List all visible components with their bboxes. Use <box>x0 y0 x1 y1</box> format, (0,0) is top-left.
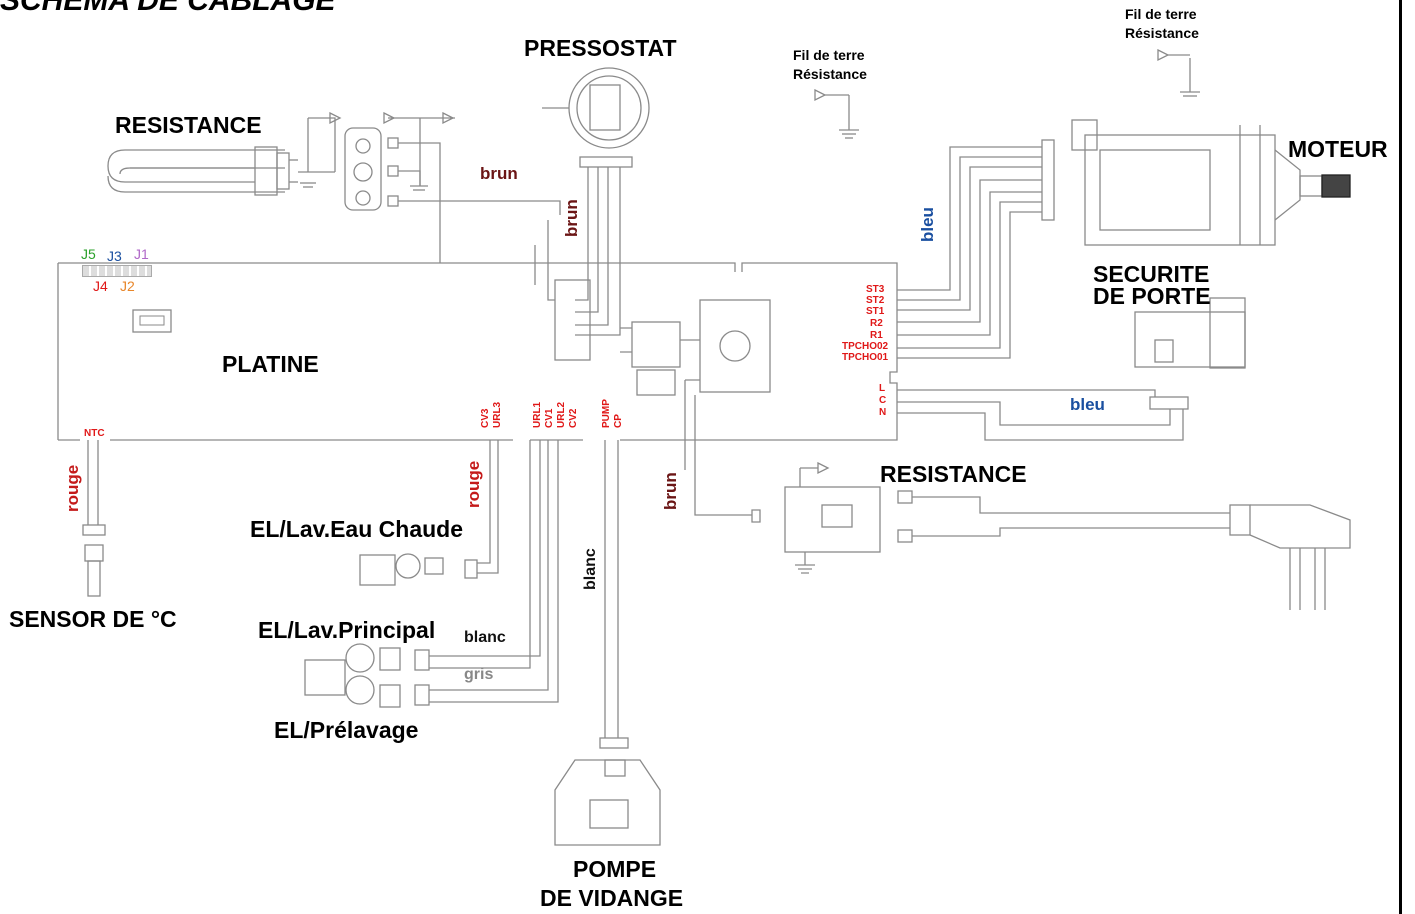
label-pressostat: PRESSOSTAT <box>524 35 677 61</box>
label-el-eau-chaude: EL/Lav.Eau Chaude <box>250 516 464 542</box>
terminal-block-resistance <box>298 111 561 263</box>
label-el-prelavage: EL/Prélavage <box>274 717 419 743</box>
platine-board <box>58 262 898 441</box>
wire-label-gris: gris <box>464 666 494 683</box>
pin-cv2: CV2 <box>568 408 579 428</box>
relay-block-2 <box>631 321 681 368</box>
platine-chip <box>132 309 172 333</box>
motor-device <box>897 48 1351 359</box>
label-el-principal: EL/Lav.Principal <box>258 617 436 643</box>
pin-tpcho02: TPCHO02 <box>842 341 889 352</box>
connector-j5: J5 <box>81 246 96 262</box>
pressostat-device <box>534 67 650 336</box>
door-lock-device <box>897 297 1246 441</box>
wire-label-blanc-vertical: blanc <box>582 548 599 590</box>
connector-j4: J4 <box>93 278 108 294</box>
earth-note-middle-2: Résistance <box>793 66 867 82</box>
heater-relay-bottom <box>684 379 1351 610</box>
pin-r1: R1 <box>870 330 883 341</box>
earth-note-right-2: Résistance <box>1125 25 1199 41</box>
earth-note-middle-1: Fil de terre <box>793 47 865 63</box>
pump-relay <box>699 299 771 393</box>
label-platine: PLATINE <box>222 351 319 377</box>
diagram-title: SCHEMA DE CABLAGE <box>0 0 336 17</box>
pin-pump: PUMP <box>601 399 612 428</box>
pin-cv1: CV1 <box>544 408 555 428</box>
right-border <box>1399 0 1402 914</box>
wire-label-bleu-horizontal: bleu <box>1070 395 1105 414</box>
wire-label-brun-horizontal: brun <box>480 164 518 183</box>
pin-ntc: NTC <box>84 428 105 439</box>
relay-block-3 <box>636 369 676 396</box>
pin-st2: ST2 <box>866 295 885 306</box>
pin-st1: ST1 <box>866 306 885 317</box>
label-sensor: SENSOR DE °C <box>9 606 177 632</box>
connector-strip <box>82 265 152 277</box>
earth-note-right-1: Fil de terre <box>1125 6 1197 22</box>
wire-label-brun-lower: brun <box>661 472 680 510</box>
wire-label-rouge-valve: rouge <box>464 460 483 508</box>
label-pompe-1: POMPE <box>573 856 657 882</box>
pin-cv3: CV3 <box>480 408 491 428</box>
heating-element-top <box>107 146 298 196</box>
wire-label-bleu-vertical: bleu <box>918 207 937 242</box>
earth-symbol-middle <box>814 88 859 139</box>
label-moteur: MOTEUR <box>1288 136 1388 162</box>
pin-tpcho01: TPCHO01 <box>842 352 889 363</box>
label-securite-2: DE PORTE <box>1093 283 1211 309</box>
pin-n: N <box>879 407 887 418</box>
valve-hot-water <box>359 440 499 586</box>
connector-j2: J2 <box>120 278 135 294</box>
label-pompe-2: DE VIDANGE <box>540 885 684 911</box>
label-resistance-top: RESISTANCE <box>115 112 262 138</box>
pin-url1: URL1 <box>532 401 543 428</box>
pin-r2: R2 <box>870 318 883 329</box>
wire-label-blanc-horizontal: blanc <box>464 629 506 646</box>
valve-main-prewash <box>304 440 559 708</box>
label-securite-1: SECURITE <box>1093 261 1210 287</box>
relay-block-1 <box>554 279 591 361</box>
pin-l: L <box>879 383 886 394</box>
connector-j3: J3 <box>107 248 122 264</box>
pin-c: C <box>879 395 887 406</box>
pin-url3: URL3 <box>492 401 503 428</box>
pin-url2: URL2 <box>556 401 567 428</box>
wire-label-brun-vertical: brun <box>562 199 581 237</box>
pin-cp: CP <box>613 414 624 428</box>
temperature-sensor <box>82 440 106 597</box>
wire-label-rouge-sensor: rouge <box>63 464 82 512</box>
pin-st3: ST3 <box>866 284 885 295</box>
label-resistance-bottom: RESISTANCE <box>880 461 1027 487</box>
drain-pump-device <box>554 440 661 846</box>
connector-j1: J1 <box>134 246 149 262</box>
